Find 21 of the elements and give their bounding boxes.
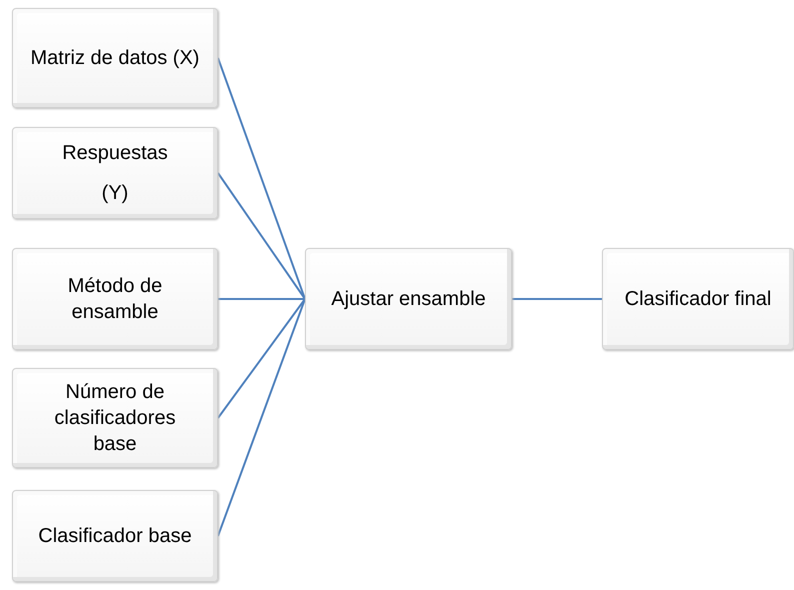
connector-line xyxy=(217,298,306,419)
process-box xyxy=(602,248,794,350)
box-label: Respuestas xyxy=(62,141,168,166)
process-box xyxy=(305,248,512,350)
connector-line xyxy=(512,298,602,300)
box-label: Número de clasificadores base xyxy=(53,380,177,457)
box-label: Clasificador final xyxy=(624,287,772,312)
process-box xyxy=(12,368,218,468)
connector-line xyxy=(217,172,306,300)
box-label: Clasificador base xyxy=(38,524,192,549)
process-box xyxy=(12,490,218,582)
box-label: Método de ensamble xyxy=(66,274,164,325)
box-label: Ajustar ensamble xyxy=(331,287,486,312)
connector-line xyxy=(217,298,306,536)
process-box xyxy=(12,8,218,108)
box-label: Matriz de datos (X) xyxy=(30,46,200,71)
process-box xyxy=(12,127,218,219)
connector-line xyxy=(217,58,306,300)
connector-line xyxy=(218,298,305,300)
process-box xyxy=(12,248,218,350)
box-label: (Y) xyxy=(102,181,128,206)
